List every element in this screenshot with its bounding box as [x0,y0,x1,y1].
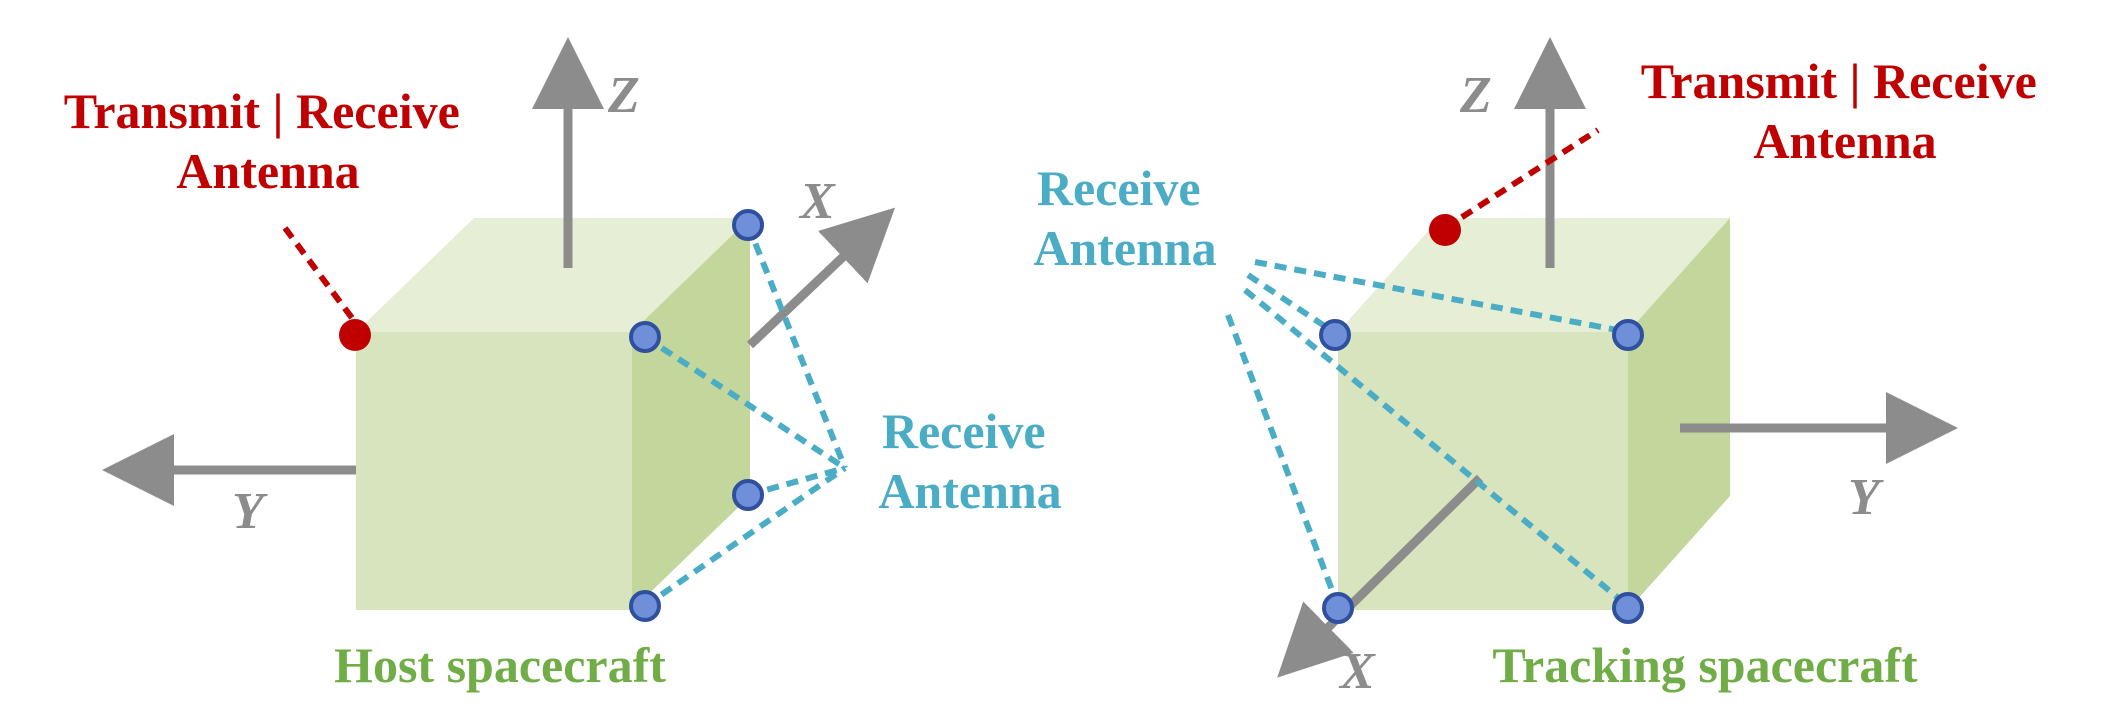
tracking-cube-side-face [1628,218,1730,610]
host-spacecraft-label: Host spacecraft [334,637,666,693]
host-receive-antenna [732,479,764,511]
host-rx-link [643,465,847,609]
tracking-cube-top-face [1338,218,1730,332]
host-transmit-antenna-label: Transmit | Receive Antenna [64,83,473,199]
tracking-rx-label-line2: Antenna [1033,220,1216,276]
tracking-receive-antenna [1612,592,1644,624]
host-tx-leader [282,226,355,320]
host-receive-antenna [732,209,764,241]
host-rx-link [747,465,846,498]
host-spacecraft-group: Z X Y Transmit | Receive Antenna Receive… [64,37,1062,693]
host-receive-antenna [629,590,661,622]
host-x-axis-label: X [798,173,836,230]
tracking-receive-antenna [1319,319,1351,351]
host-receive-links [643,223,848,609]
tracking-spacecraft-label: Tracking spacecraft [1492,637,1918,693]
tracking-rx-link [1254,259,1629,335]
tracking-tx-leader [1443,127,1600,231]
tracking-rx-link [1225,313,1341,608]
tracking-x-axis-label: X [1338,643,1376,700]
tracking-transmit-antenna [1429,214,1461,246]
host-tx-label-line1: Transmit | Receive [64,83,460,139]
tracking-cube-front-face [1338,332,1628,610]
host-x-axis [746,207,896,349]
tracking-receive-antenna-label: Receive Antenna [1033,160,1216,276]
host-tx-label-line2: Antenna [176,143,359,199]
tracking-tx-label-line1: Transmit | Receive [1641,53,2037,109]
host-cube-side-face [632,218,750,610]
host-z-axis-label: Z [607,67,640,124]
tracking-transmit-antenna-label: Transmit | Receive Antenna [1641,53,2050,169]
host-rx-label-line1: Receive [882,403,1046,459]
tracking-cube [1338,218,1730,610]
tracking-z-axis-label: Z [1459,67,1492,124]
host-cube-top-face [356,218,750,332]
host-cube [356,218,750,610]
host-cube-front-face [356,332,632,610]
tracking-receive-antenna [1322,592,1354,624]
host-rx-label-line2: Antenna [878,463,1061,519]
tracking-y-axis-label: Y [1848,469,1884,526]
tracking-spacecraft-group: Z Y X Transmit | Receive Antenna Receive… [1033,37,2050,700]
tracking-x-axis [1277,474,1484,678]
tracking-rx-link [1243,287,1630,609]
host-receive-antenna [629,321,661,353]
tracking-rx-label-line1: Receive [1037,160,1201,216]
host-rx-link [745,223,848,470]
host-transmit-antenna [339,319,371,351]
host-receive-antenna-label: Receive Antenna [878,403,1061,519]
tracking-tx-label-line2: Antenna [1753,113,1936,169]
tracking-receive-antenna [1612,319,1644,351]
host-y-axis-label: Y [232,483,268,540]
